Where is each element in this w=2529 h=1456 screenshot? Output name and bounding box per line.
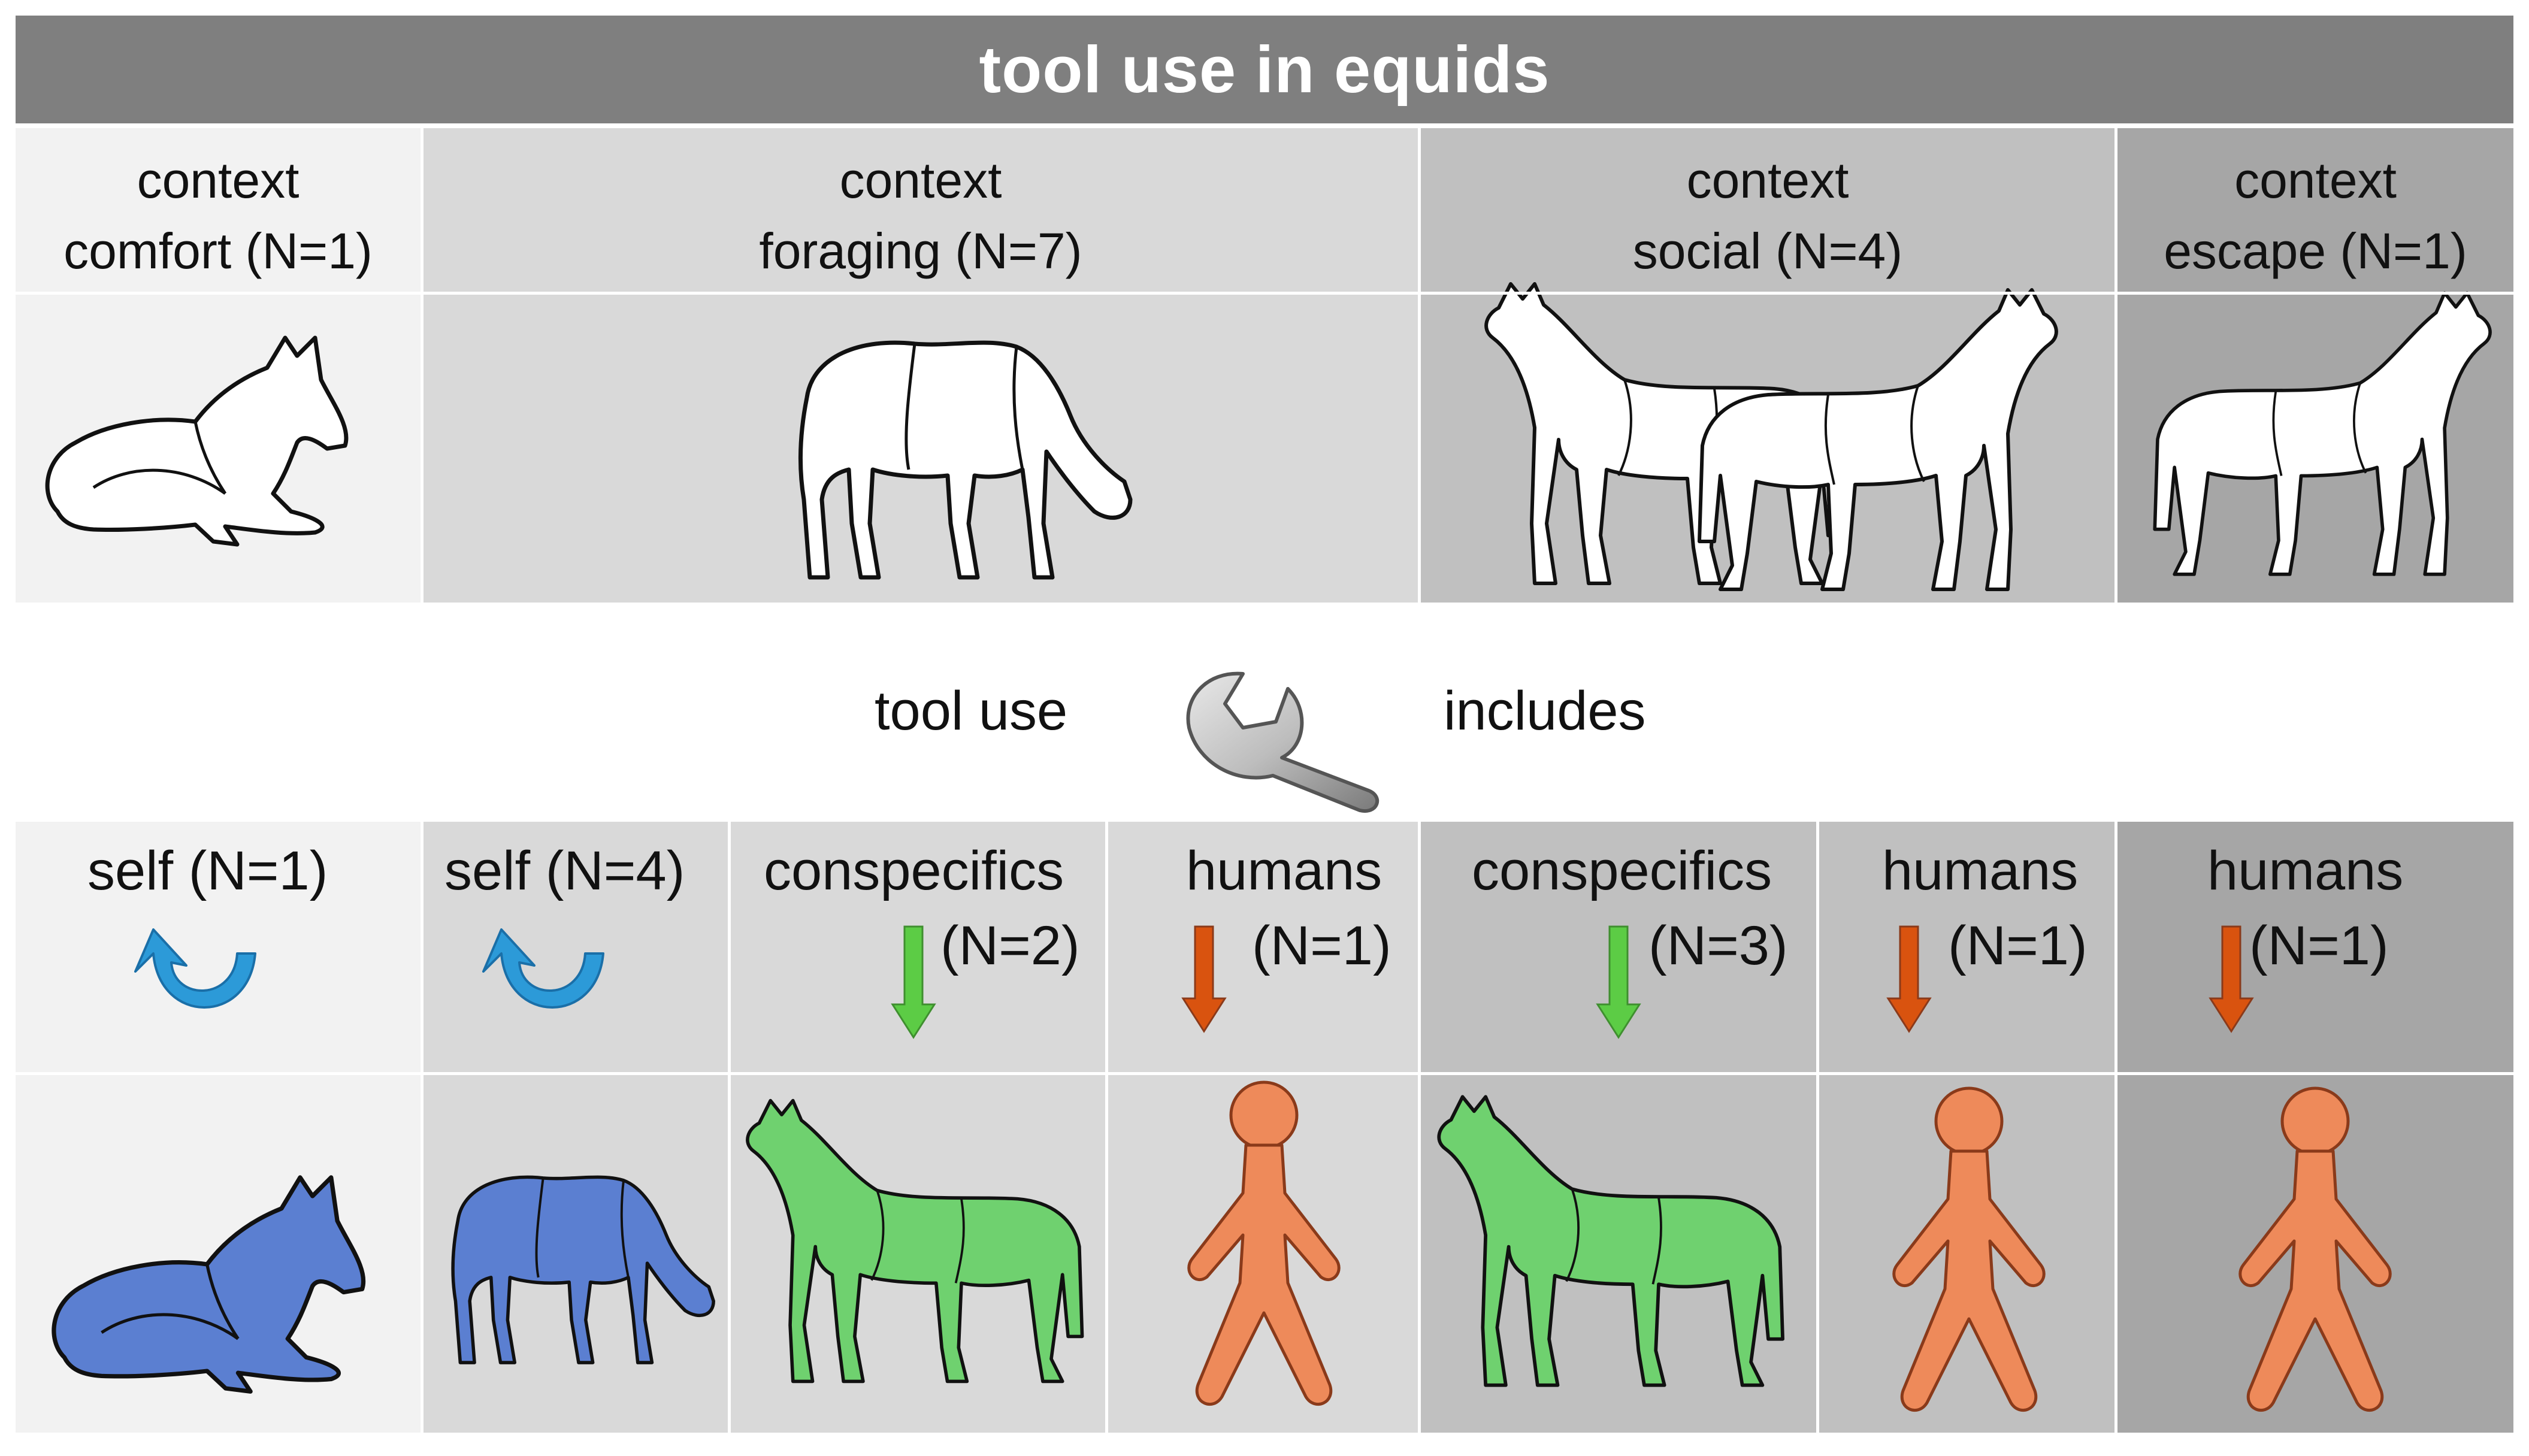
target-social-humans: humans (N=1): [1819, 822, 2114, 1433]
green-down-arrow-icon: [1596, 925, 1641, 1039]
target-label: self (N=1): [87, 840, 328, 901]
context-count: foraging (N=7): [759, 223, 1082, 279]
target-social-conspecifics: conspecifics (N=3): [1421, 822, 1816, 1433]
context-count: comfort (N=1): [63, 223, 373, 279]
title-bar: tool use in equids: [16, 16, 2513, 123]
target-label: conspecifics: [1472, 840, 1772, 901]
context-foraging: context foraging (N=7): [423, 128, 1418, 603]
target-count: (N=1): [1948, 915, 2088, 976]
curved-arrow-icon: [134, 928, 256, 1009]
curved-arrow-icon: [482, 928, 604, 1009]
lying-horse-blue-icon: [40, 1151, 387, 1415]
grazing-horse-blue-icon: [429, 1139, 723, 1397]
target-count: (N=1): [2249, 915, 2389, 976]
page-title: tool use in equids: [979, 32, 1550, 107]
wrench-icon: [1186, 671, 1380, 813]
target-count: (N=3): [1648, 915, 1788, 976]
green-down-arrow-icon: [891, 925, 936, 1039]
orange-down-arrow-icon: [1887, 925, 1931, 1033]
target-escape-humans: humans (N=1): [2117, 822, 2513, 1433]
grazing-horse-icon: [771, 320, 1142, 595]
context-count: escape (N=1): [2164, 223, 2467, 279]
context-social: context social (N=4): [1421, 128, 2114, 603]
target-label: humans: [2207, 840, 2404, 901]
context-escape: context escape (N=1): [2117, 128, 2513, 603]
orange-down-arrow-icon: [2209, 925, 2253, 1033]
human-figure-icon: [1849, 1085, 2089, 1421]
context-comfort: context comfort (N=1): [16, 128, 421, 603]
target-foraging-humans: humans (N=1): [1108, 822, 1418, 1433]
target-label: humans: [1186, 840, 1383, 901]
horse-pair-right-icon: [1672, 278, 2068, 601]
target-comfort-self: self (N=1): [16, 822, 421, 1433]
context-label: context: [839, 152, 1002, 208]
target-count: (N=1): [1252, 915, 1391, 976]
running-horse-icon: [2129, 272, 2501, 595]
includes-label: includes: [1444, 680, 1646, 741]
target-count: (N=2): [940, 915, 1080, 976]
target-foraging-conspecifics: conspecifics (N=2): [731, 822, 1105, 1433]
context-label: context: [2234, 152, 2397, 208]
divider: [16, 292, 2513, 295]
context-label: context: [1686, 152, 1849, 208]
human-figure-icon: [1144, 1079, 1384, 1415]
context-label: context: [137, 152, 300, 208]
standing-horse-green-icon: [737, 1085, 1096, 1397]
standing-horse-green-icon: [1427, 1085, 1798, 1397]
target-label: self (N=4): [444, 840, 685, 901]
context-count: social (N=4): [1632, 223, 1903, 279]
lying-horse-icon: [34, 314, 369, 565]
divider: [16, 1072, 2513, 1075]
orange-down-arrow-icon: [1182, 925, 1226, 1033]
target-label: humans: [1882, 840, 2079, 901]
tool-use-label: tool use: [875, 680, 1068, 741]
human-figure-icon: [2195, 1085, 2435, 1421]
target-foraging-self: self (N=4): [423, 822, 728, 1433]
target-label: conspecifics: [764, 840, 1064, 901]
